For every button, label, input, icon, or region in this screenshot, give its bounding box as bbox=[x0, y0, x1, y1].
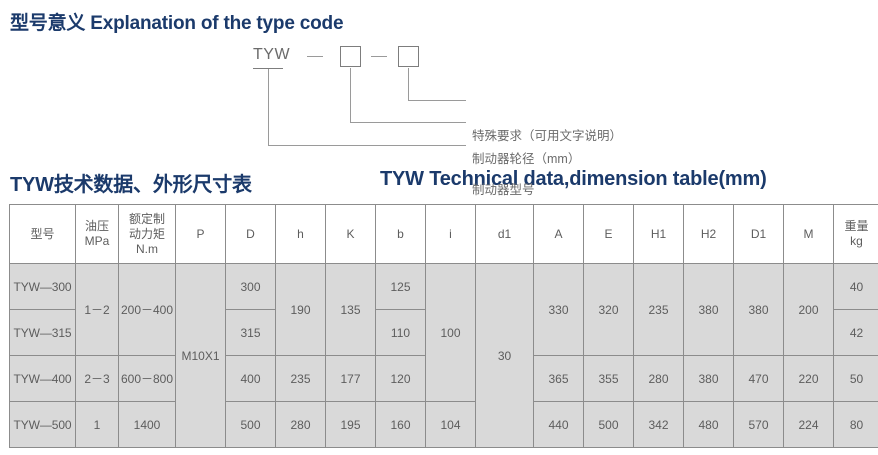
leader-line-model bbox=[268, 69, 466, 146]
leader-line-diameter bbox=[350, 68, 466, 123]
cell-h2: 380 bbox=[683, 263, 734, 356]
cell-d1-dim: 470 bbox=[733, 355, 784, 402]
cell-model: TYW—315 bbox=[9, 309, 76, 356]
cell-model: TYW—500 bbox=[9, 401, 76, 448]
cell-pressure: 2－3 bbox=[75, 355, 119, 402]
type-code-label-wheel-diameter: 制动器轮径（mm） bbox=[472, 152, 581, 166]
cell-d1-dim: 570 bbox=[733, 401, 784, 448]
column-header-m: M bbox=[783, 204, 834, 264]
cell-d: 300 bbox=[225, 263, 276, 310]
column-header-torque: 额定制 动力矩 N.m bbox=[118, 204, 176, 264]
cell-b: 160 bbox=[375, 401, 426, 448]
table-header-row: 型号 油压 MPa 额定制 动力矩 N.m P D h K bbox=[9, 204, 878, 264]
cell-d1-dim: 380 bbox=[733, 263, 784, 356]
type-code-box-diameter bbox=[340, 46, 361, 67]
column-header-h: h bbox=[275, 204, 326, 264]
column-header-h1: H1 bbox=[633, 204, 684, 264]
table-row: TYW—300 1－2 200－400 M10X1 300 190 135 12… bbox=[9, 263, 878, 448]
cell-d: 500 bbox=[225, 401, 276, 448]
table-row: TYW—315 315 110 42 bbox=[9, 309, 878, 356]
cell-p: M10X1 bbox=[175, 263, 226, 448]
column-header-i: i bbox=[425, 204, 476, 264]
cell-torque: 600－800 bbox=[118, 355, 176, 402]
type-code-box-special bbox=[398, 46, 419, 67]
cell-model: TYW—400 bbox=[9, 355, 76, 402]
cell-h1: 342 bbox=[633, 401, 684, 448]
cell-a: 330 bbox=[533, 263, 584, 356]
table-row: TYW—500 1 1400 500 280 195 160 104 440 5… bbox=[9, 401, 878, 448]
cell-i: 104 bbox=[425, 401, 476, 448]
cell-a: 365 bbox=[533, 355, 584, 402]
cell-h1: 235 bbox=[633, 263, 684, 356]
cell-h: 235 bbox=[275, 355, 326, 402]
column-header-e: E bbox=[583, 204, 634, 264]
type-code-dash-1 bbox=[307, 56, 323, 57]
cell-h2: 480 bbox=[683, 401, 734, 448]
column-header-h2: H2 bbox=[683, 204, 734, 264]
technical-data-table: 型号 油压 MPa 额定制 动力矩 N.m P D h K bbox=[9, 204, 878, 448]
cell-b: 125 bbox=[375, 263, 426, 310]
table-row: TYW—400 2－3 600－800 400 235 177 120 365 … bbox=[9, 355, 878, 402]
column-header-model: 型号 bbox=[9, 204, 76, 264]
cell-model: TYW—300 bbox=[9, 263, 76, 310]
column-header-weight: 重量 kg bbox=[833, 204, 878, 264]
cell-d1: 30 bbox=[475, 263, 534, 448]
column-header-pressure: 油压 MPa bbox=[75, 204, 119, 264]
column-header-b: b bbox=[375, 204, 426, 264]
column-header-a: A bbox=[533, 204, 584, 264]
cell-e: 320 bbox=[583, 263, 634, 356]
cell-k: 135 bbox=[325, 263, 376, 356]
table-title-en: TYW Technical data,dimension table(mm) bbox=[380, 168, 767, 190]
cell-torque: 1400 bbox=[118, 401, 176, 448]
type-code-label-model: 制动器型号 bbox=[472, 183, 535, 197]
cell-k: 177 bbox=[325, 355, 376, 402]
cell-m: 224 bbox=[783, 401, 834, 448]
cell-pressure: 1－2 bbox=[75, 263, 119, 356]
leader-line-special bbox=[408, 68, 466, 101]
cell-h: 280 bbox=[275, 401, 326, 448]
cell-e: 355 bbox=[583, 355, 634, 402]
cell-weight: 42 bbox=[833, 309, 878, 356]
table-title-cn: TYW技术数据、外形尺寸表 bbox=[10, 174, 252, 196]
cell-weight: 40 bbox=[833, 263, 878, 310]
cell-e: 500 bbox=[583, 401, 634, 448]
cell-b: 120 bbox=[375, 355, 426, 402]
cell-h1: 280 bbox=[633, 355, 684, 402]
column-header-d1-dim: D1 bbox=[733, 204, 784, 264]
cell-pressure: 1 bbox=[75, 401, 119, 448]
cell-k: 195 bbox=[325, 401, 376, 448]
cell-b: 110 bbox=[375, 309, 426, 356]
page-title-type-code: 型号意义 Explanation of the type code bbox=[10, 13, 344, 34]
type-code-prefix: TYW bbox=[253, 46, 291, 63]
cell-d: 315 bbox=[225, 309, 276, 356]
cell-h2: 380 bbox=[683, 355, 734, 402]
cell-h: 190 bbox=[275, 263, 326, 356]
cell-d: 400 bbox=[225, 355, 276, 402]
cell-torque: 200－400 bbox=[118, 263, 176, 356]
type-code-diagram: TYW 特殊要求（可用文字说明） 制动器轮径（mm） 制动器型号 bbox=[0, 36, 878, 197]
type-code-dash-2 bbox=[371, 56, 387, 57]
column-header-p: P bbox=[175, 204, 226, 264]
type-code-label-special: 特殊要求（可用文字说明） bbox=[472, 129, 623, 143]
cell-weight: 50 bbox=[833, 355, 878, 402]
column-header-k: K bbox=[325, 204, 376, 264]
column-header-d: D bbox=[225, 204, 276, 264]
cell-m: 200 bbox=[783, 263, 834, 356]
cell-a: 440 bbox=[533, 401, 584, 448]
cell-weight: 80 bbox=[833, 401, 878, 448]
type-code-prefix-underline bbox=[253, 68, 283, 69]
column-header-d1: d1 bbox=[475, 204, 534, 264]
cell-i: 100 bbox=[425, 263, 476, 402]
cell-m: 220 bbox=[783, 355, 834, 402]
